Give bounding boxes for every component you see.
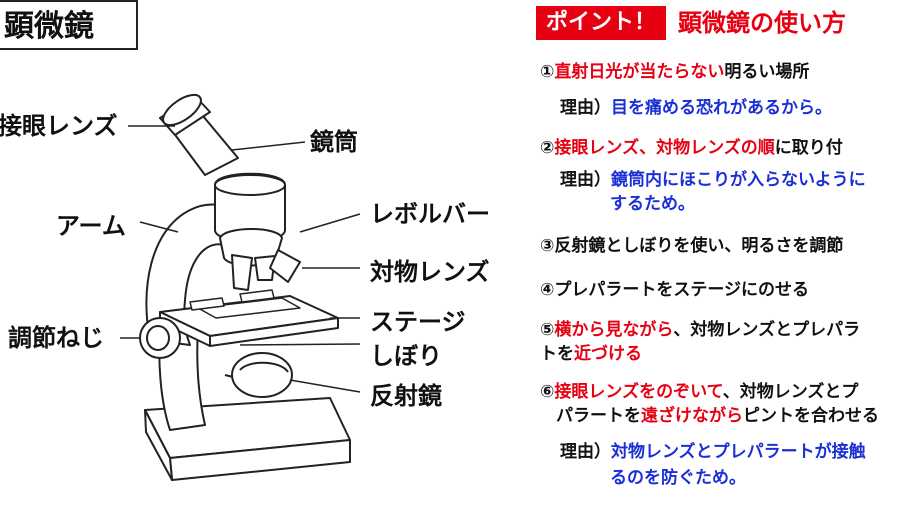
reason-3-line2: るのを防ぐため。 xyxy=(610,468,746,488)
point-title: 顕微鏡の使い方 xyxy=(678,9,847,37)
label-stage: ステージ xyxy=(370,308,466,336)
point-badge: ポイント！ xyxy=(536,6,667,40)
label-objective: 対物レンズ xyxy=(370,258,490,286)
step-1: ①直射日光が当たらない明るい場所 xyxy=(540,62,810,82)
label-adjust-screw: 調節ねじ xyxy=(8,324,104,352)
step-6-line1: ⑥接眼レンズをのぞいて、対物レンズとプ xyxy=(540,382,859,402)
page-title: 顕微鏡 xyxy=(0,0,138,50)
label-revolver: レボルバー xyxy=(370,200,490,228)
step-5-line1: ⑤横から見ながら、対物レンズとプレパラ xyxy=(540,320,861,340)
label-tube: 鏡筒 xyxy=(310,128,358,156)
label-diaphragm: しぼり xyxy=(370,342,442,370)
step-5-line2: トを近づける xyxy=(540,344,642,364)
step-4: ④プレパラートをステージにのせる xyxy=(540,280,810,300)
reason-3-line1: 理由）対物レンズとプレパラートが接触 xyxy=(560,442,866,462)
label-eyepiece: 接眼レンズ xyxy=(0,112,118,140)
label-arm: アーム xyxy=(56,212,126,240)
reason-2-line2: するため。 xyxy=(610,194,695,214)
step-2: ②接眼レンズ、対物レンズの順に取り付 xyxy=(540,138,843,158)
step-3: ③反射鏡としぼりを使い、明るさを調節 xyxy=(540,236,844,256)
mirror xyxy=(231,352,293,398)
label-mirror: 反射鏡 xyxy=(370,382,442,410)
reason-1: 理由）目を痛める恐れがあるから。 xyxy=(560,98,832,118)
reason-2-line1: 理由）鏡筒内にほこりが入らないように xyxy=(560,170,866,190)
step-6-line2: パラートを遠ざけながらピントを合わせる xyxy=(556,406,879,426)
eyepiece xyxy=(162,93,202,127)
point-header: ポイント！ 顕微鏡の使い方 xyxy=(536,6,846,40)
